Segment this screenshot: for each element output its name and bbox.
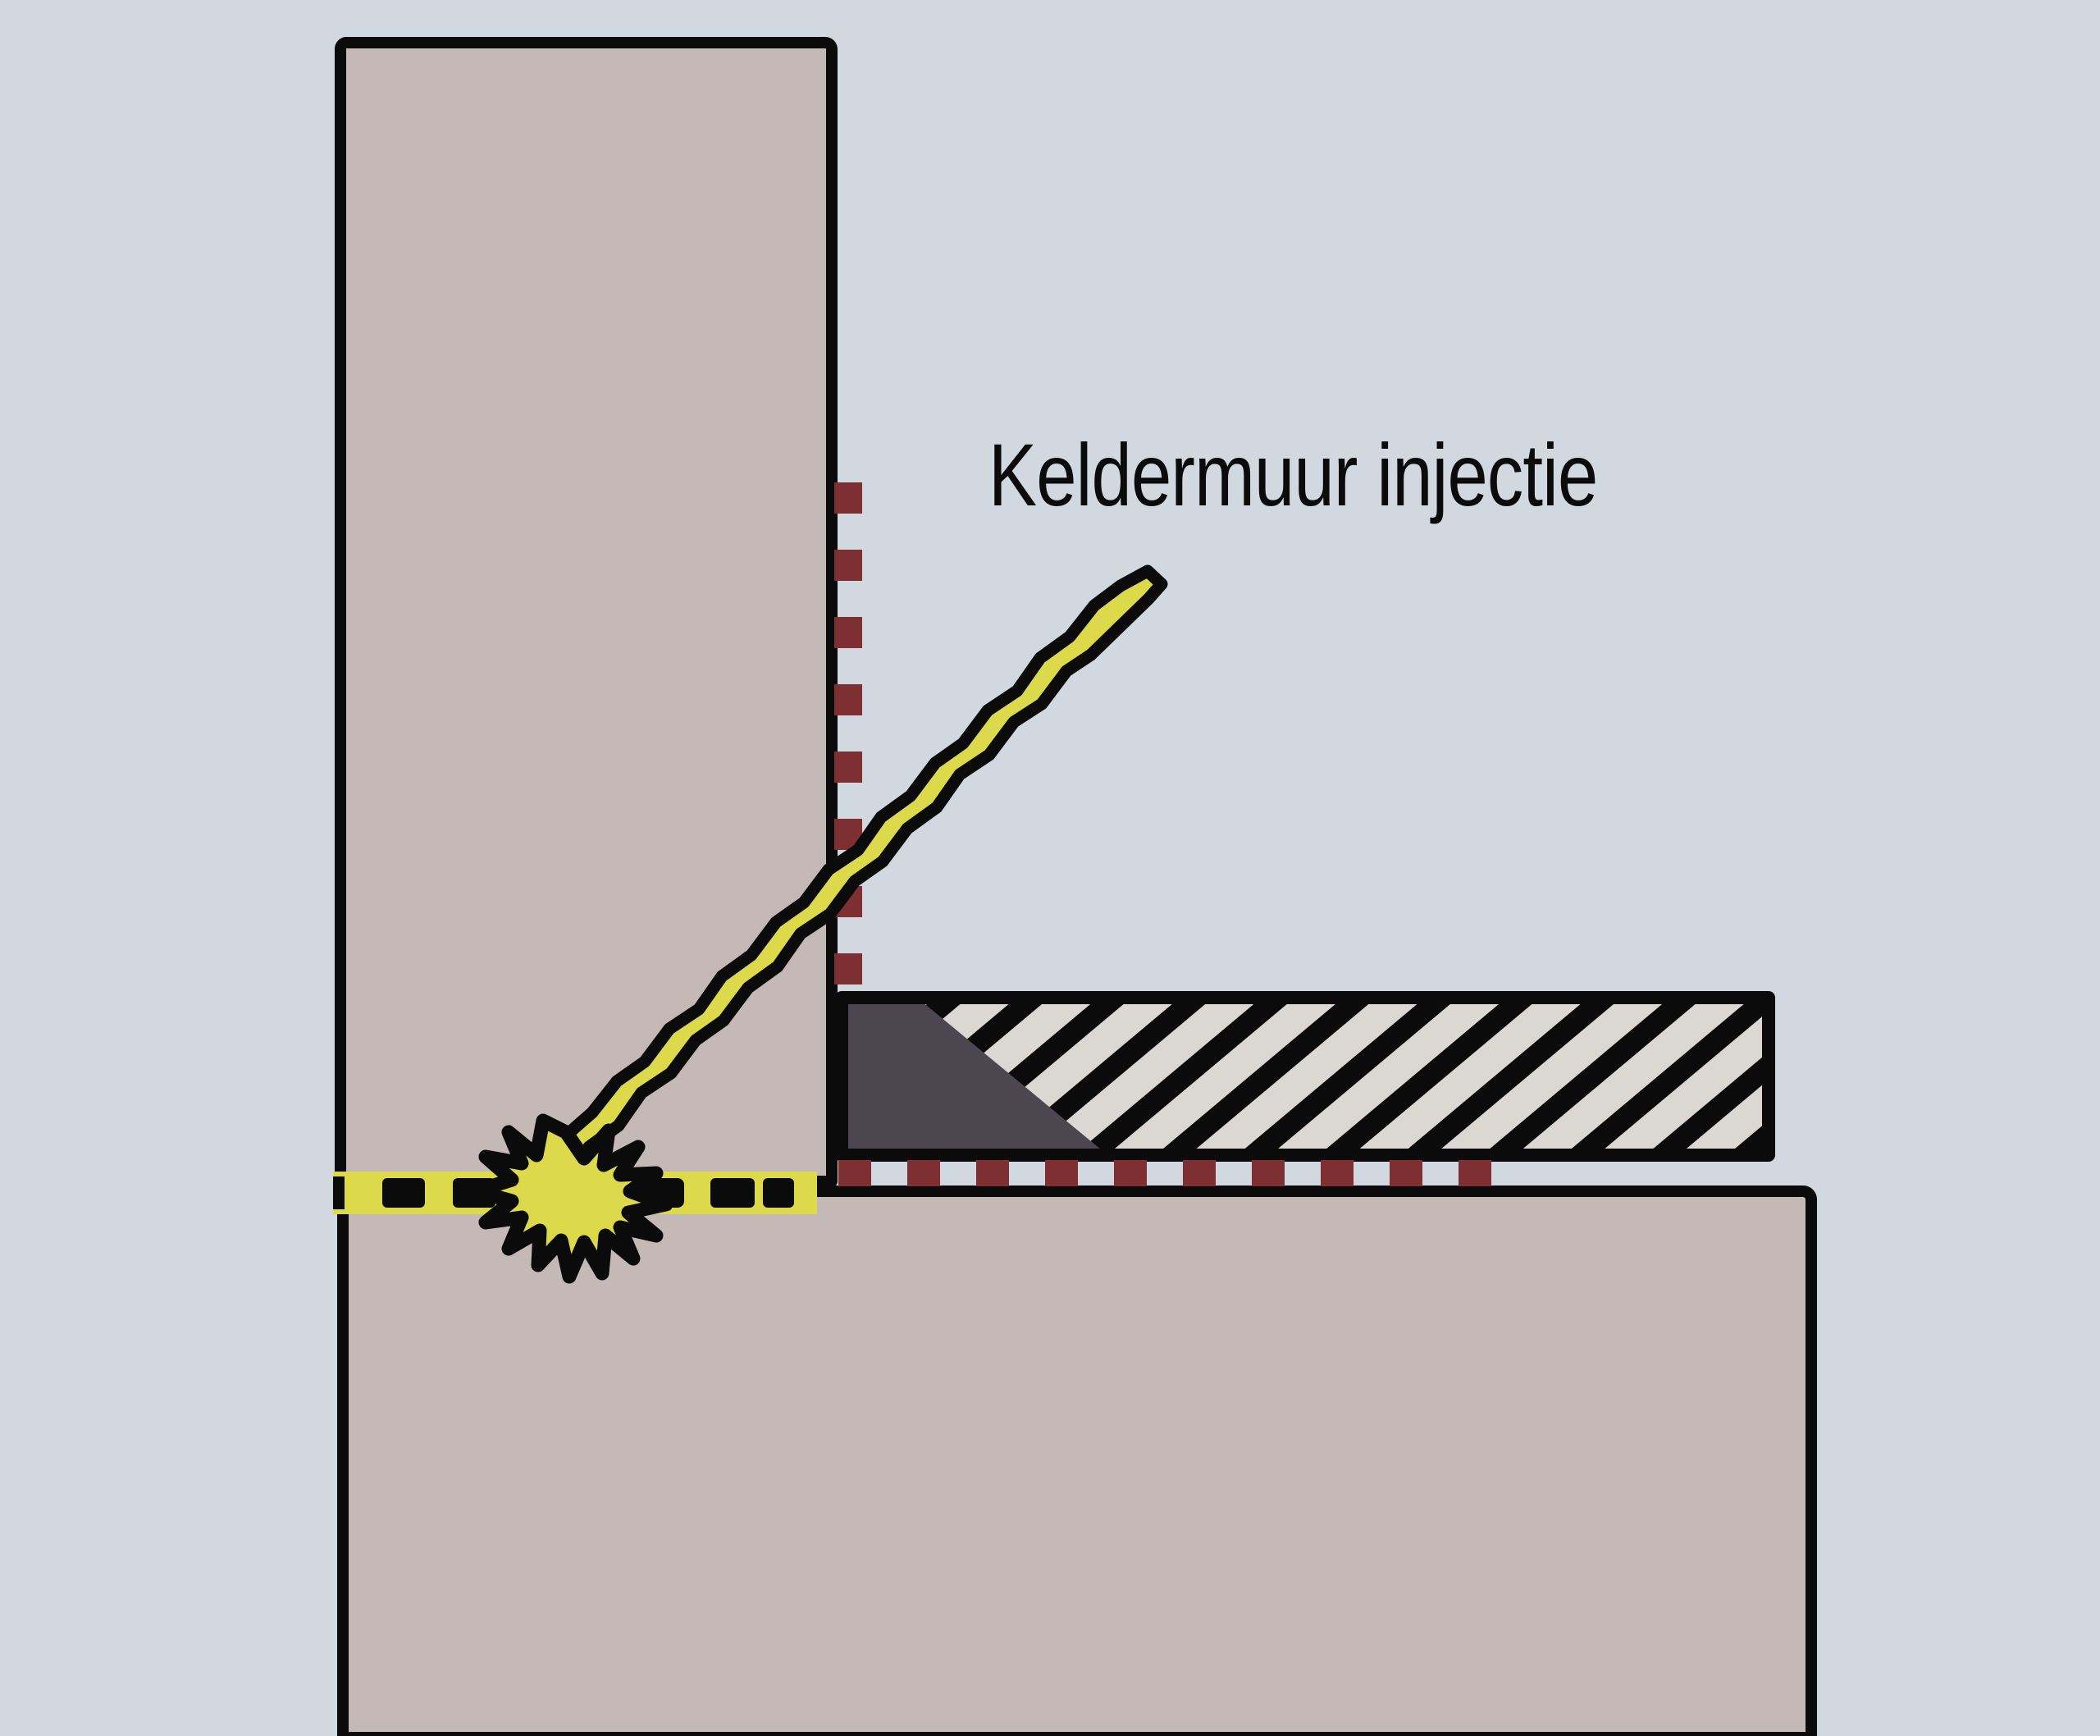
floor-slab bbox=[337, 1186, 1817, 1736]
injection-burst-starburst bbox=[468, 1113, 673, 1284]
hatched-screed-slab bbox=[835, 991, 1775, 1162]
basement-wall bbox=[335, 37, 838, 1187]
dark-damp-wedge bbox=[843, 998, 1106, 1154]
page-title: Keldermuur injectie bbox=[988, 425, 1598, 524]
